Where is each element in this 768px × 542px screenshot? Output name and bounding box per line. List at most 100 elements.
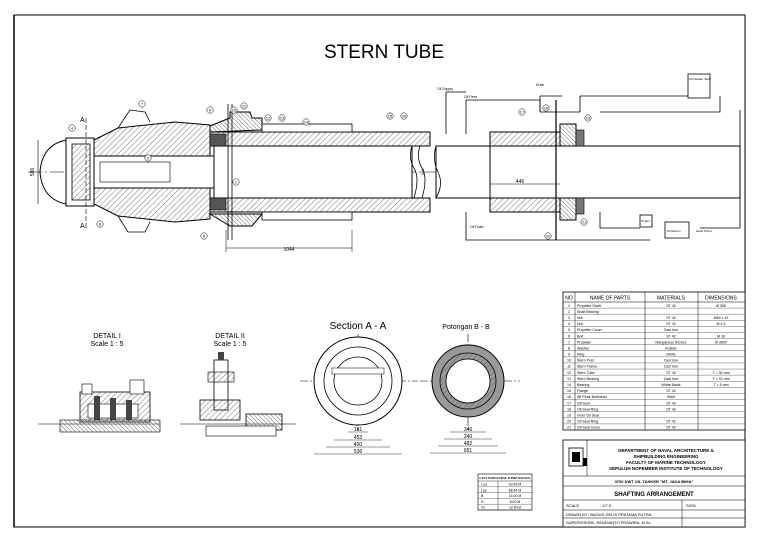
svg-text:16: 16	[402, 114, 407, 119]
principal-dim-value: 12 Knot	[509, 506, 521, 510]
parts-cell: Ø 3600	[715, 340, 727, 344]
detail-1: DETAIL I Scale 1 : 5	[38, 333, 161, 433]
section-bb: Potongan B - B 346 240 482 651	[420, 324, 520, 454]
parts-cell: 21	[567, 426, 571, 430]
principal-dim-label: Lpp	[481, 488, 487, 492]
parts-cell: 13	[567, 377, 571, 381]
label-oil-tank: Oil Header Tank	[689, 77, 711, 81]
parts-cell: 5	[568, 328, 570, 332]
svg-text:240: 240	[464, 434, 473, 440]
parts-cell: Nitrile	[666, 353, 675, 357]
principal-dimensions-table: LIST PRINCIPAL DIMENSIONS Loa 93.45 M Lpp 8…	[477, 473, 533, 511]
parts-cell: White Metal	[662, 383, 681, 387]
part-callouts: 4 7 2 6 9 10 11 12 13 14 1 8 15 16 17 18…	[68, 100, 592, 240]
parts-header-dimensions: DIMENSIONS	[705, 296, 737, 302]
svg-text:482: 482	[464, 441, 473, 447]
dim-length-label: 1044	[283, 247, 294, 253]
svg-text:7: 7	[141, 102, 144, 107]
parts-cell: Flange	[577, 389, 588, 393]
institute-logo	[568, 447, 587, 467]
section-a-top: A	[80, 117, 85, 124]
parts-cell: 1	[568, 304, 570, 308]
parts-cell: 11	[567, 365, 571, 369]
svg-text:20: 20	[546, 234, 551, 239]
parts-cell: 14	[567, 383, 571, 387]
sign-label: SIGN	[686, 503, 696, 508]
parts-cell: 19	[567, 414, 571, 418]
aa-dimension-lines: 181 453 400 536	[314, 427, 402, 455]
svg-text:21: 21	[582, 220, 587, 225]
svg-text:453: 453	[354, 435, 363, 441]
parts-cell: M 4.5	[717, 322, 726, 326]
title-block: DEPARTMENT OF NAVAL ARCHITECTURE & SHIPB…	[562, 439, 746, 528]
dept-line-4: SEPULUH NOPEMBER INSTITUTE OF TECHNOLOGY	[609, 466, 723, 471]
label-oil-return: Oil Return	[667, 229, 681, 233]
svg-text:6: 6	[99, 222, 102, 227]
label-drain: Drain	[536, 83, 544, 87]
parts-cell: 3	[568, 316, 570, 320]
svg-text:10: 10	[232, 108, 237, 113]
detail-1-title: DETAIL I	[93, 333, 121, 340]
parts-cell: M64 x 15	[714, 316, 729, 320]
dim-mid-label: 306	[420, 168, 425, 175]
parts-header-no: NO	[565, 296, 573, 302]
label-hand-pump: Hand Pump	[696, 229, 712, 233]
svg-text:18: 18	[544, 106, 549, 111]
detail-2-title: DETAIL II	[215, 333, 245, 340]
parts-cell: Washer	[577, 346, 590, 350]
parts-header-materials: MATERIALS	[657, 296, 686, 302]
parts-cell: Propeller Shaft	[577, 304, 601, 308]
section-aa-title: Section A - A	[330, 321, 387, 332]
parts-cell: ST 42	[666, 316, 676, 320]
parts-cell: Oil Seal	[577, 401, 590, 405]
parts-cell: 17	[567, 401, 571, 405]
section-bb-title: Potongan B - B	[442, 324, 490, 331]
parts-cell: 10	[567, 359, 571, 363]
principal-table-title: LIST PRINCIPAL DIMENSIONS	[479, 476, 530, 480]
dim-shaft-label: 446	[516, 179, 525, 185]
scale-value: : 1/7.5	[600, 503, 612, 508]
ship-name: 3700 DWT OIL TANKER "MT. JAKA BIMA"	[615, 479, 694, 484]
principal-dim-value: 88.84 M	[509, 488, 522, 492]
parts-cell: Propeller	[577, 340, 592, 344]
parts-cell: 12	[567, 371, 571, 375]
drawn-value: : BAGUS GELIS PRATAMA PUTRA	[588, 512, 652, 517]
parts-cell: Steel	[667, 395, 675, 399]
svg-text:8: 8	[203, 234, 206, 239]
parts-cell: Oil Seal Cover	[577, 426, 601, 430]
parts-cell: Cast Iron	[664, 328, 679, 332]
parts-cell: ST 42	[666, 371, 676, 375]
supervisor-label: SUPERVISOR	[566, 520, 592, 525]
svg-text:2: 2	[147, 156, 150, 161]
svg-text:4: 4	[71, 126, 74, 131]
label-oil-feed: Oil Feed	[464, 95, 477, 99]
principal-dim-value: 93.45 M	[509, 483, 522, 487]
principal-dim-label: Loa	[481, 483, 487, 487]
detail-1-scale: Scale 1 : 5	[90, 341, 123, 348]
parts-cell: 8	[568, 346, 570, 350]
parts-cell: 18	[567, 407, 571, 411]
parts-cell: Ø 306	[716, 304, 726, 308]
parts-cell: Oil Seal Ring	[577, 420, 598, 424]
drawn-label: DRAWN BY	[566, 512, 588, 517]
dept-line-3: FACULTY OF MARINE TECHNOLOGY	[626, 460, 706, 465]
scale-label: SCALE	[566, 503, 579, 508]
parts-cell: 15	[567, 389, 571, 393]
parts-cell: ST 42	[666, 389, 676, 393]
svg-text:13: 13	[280, 116, 285, 121]
parts-cell: ST 42	[666, 420, 676, 424]
bb-dimension-lines: 346 240 482 651	[430, 427, 506, 454]
parts-cell: 7	[568, 340, 570, 344]
principal-dim-value: 14.00 M	[509, 494, 522, 498]
parts-cell: Bolt	[577, 334, 583, 338]
svg-text:15: 15	[388, 114, 393, 119]
parts-cell: 2	[568, 310, 570, 314]
svg-text:12: 12	[266, 116, 271, 121]
parts-cell: Stern Post	[577, 359, 594, 363]
principal-dim-value: 8.00 M	[510, 500, 521, 504]
dept-line-1: DEPARTMENT OF NAVAL ARCHITECTURE &	[618, 448, 714, 453]
parts-cell: Nut	[577, 316, 583, 320]
section-a-bottom: A	[80, 223, 85, 230]
principal-dim-label: H	[481, 500, 484, 504]
